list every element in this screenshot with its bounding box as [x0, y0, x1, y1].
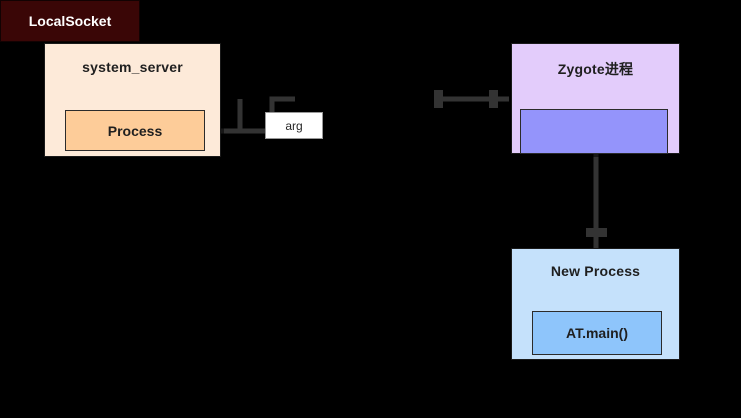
edge-socket-to-zygote-start-marker — [434, 90, 443, 108]
node-zygote-inner[interactable] — [520, 109, 668, 154]
edge-zygote-to-new-process — [586, 154, 607, 248]
local-socket-label: LocalSocket — [28, 13, 112, 29]
edge-socket-to-zygote — [434, 90, 509, 108]
node-new-process[interactable]: New Process AT.main() — [511, 248, 680, 360]
edge-socket-to-zygote-end-marker — [489, 90, 498, 108]
zygote-title: Zygote进程 — [557, 61, 634, 77]
new-process-title: New Process — [550, 263, 641, 279]
node-at-main[interactable]: AT.main() — [532, 311, 662, 355]
system-server-title: system_server — [82, 59, 183, 75]
node-zygote[interactable]: Zygote进程 — [511, 43, 680, 154]
node-system-server[interactable]: system_server Process — [44, 43, 221, 157]
edge-label-arg: arg — [265, 112, 323, 139]
node-local-socket[interactable]: LocalSocket — [0, 0, 140, 42]
edge-zygote-to-new-process-marker — [586, 228, 607, 237]
node-process[interactable]: Process — [65, 110, 205, 151]
